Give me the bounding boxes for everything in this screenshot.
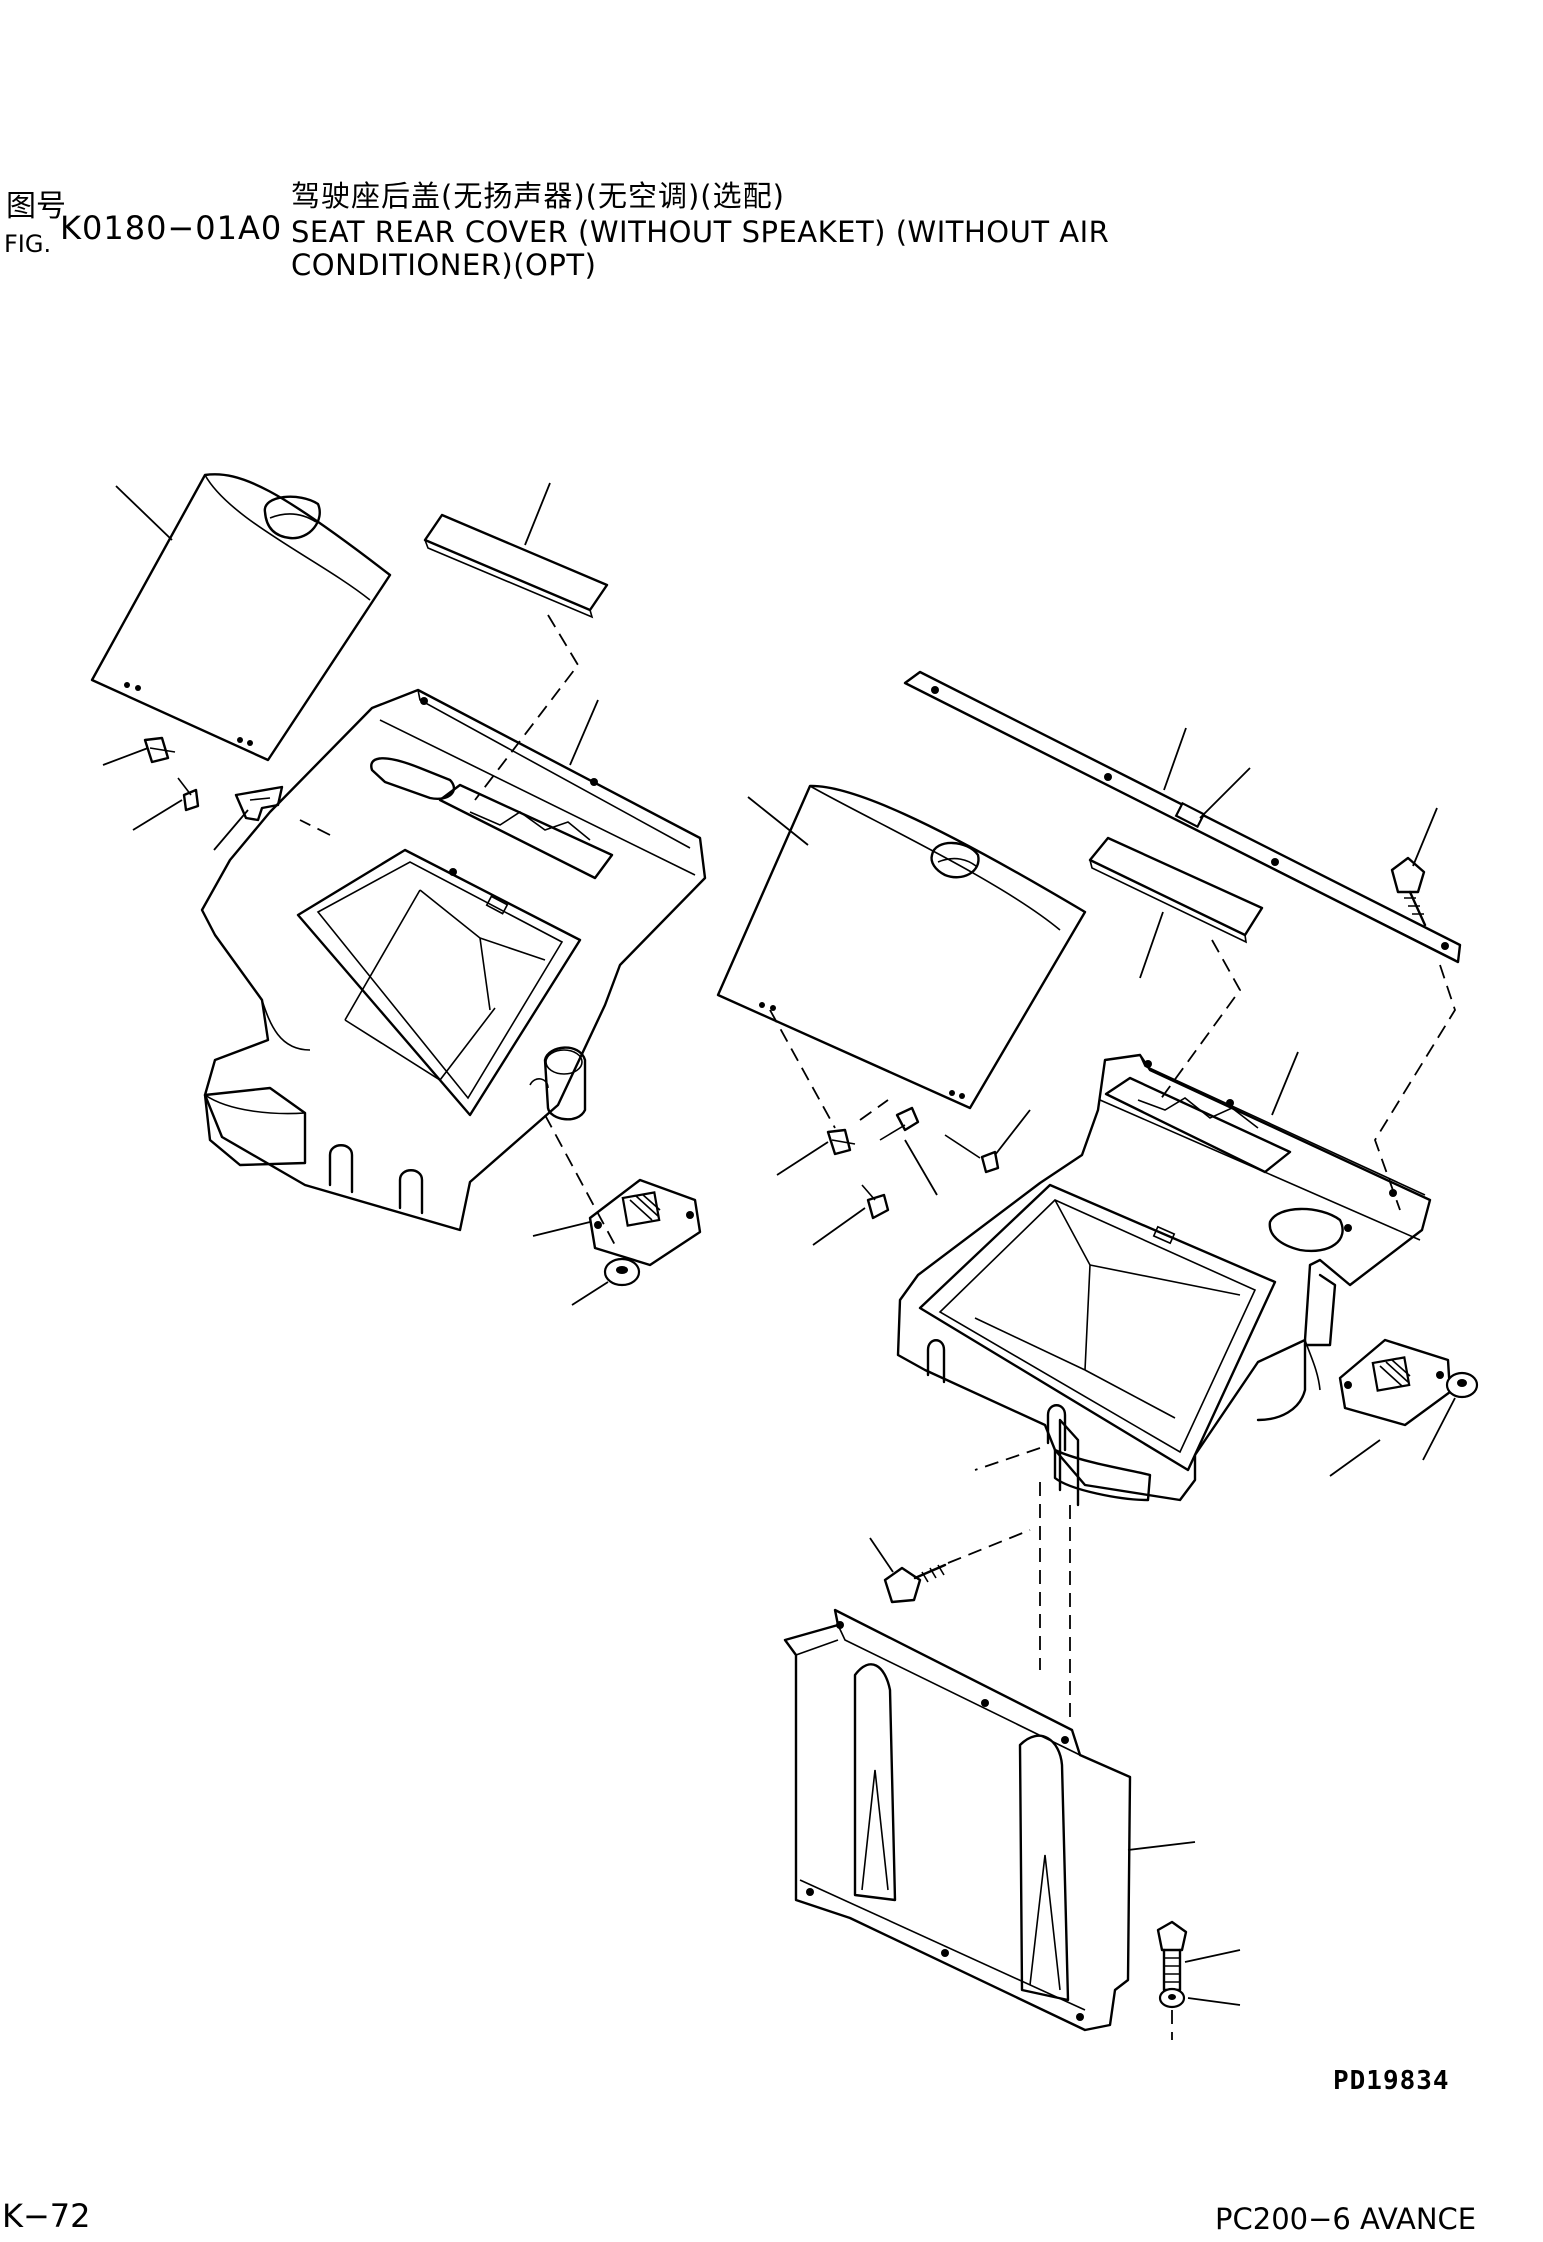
leader-line (532, 1221, 591, 1237)
leader-line (115, 485, 173, 541)
lower-bolt (1156, 1920, 1188, 1992)
title-chinese: 驾驶座后盖(无扬声器)(无空调)(选配) (291, 179, 785, 213)
leader-line (869, 1537, 894, 1573)
right-bolt (1390, 856, 1427, 927)
title-english-line-1: SEAT REAR COVER (WITHOUT SPEAKET) (WITHO… (291, 215, 1110, 249)
leader-line (571, 1281, 609, 1306)
leader-line (1139, 911, 1164, 979)
leader-line (1199, 767, 1251, 819)
right-speaker-mount-plate (1338, 1338, 1452, 1427)
right-long-bracket (903, 670, 1462, 964)
leader-line (1329, 1439, 1381, 1477)
right-clips-and-screws (776, 1106, 1031, 1246)
leader-line (747, 796, 809, 846)
leader-line (1184, 1949, 1241, 1963)
right-filler-plate (1088, 836, 1264, 944)
leader-line (1127, 1841, 1196, 1851)
leader-line (524, 482, 551, 546)
leader-line (1163, 727, 1187, 791)
right-mounting-bolt (883, 1563, 947, 1604)
leader-line (1271, 1051, 1299, 1116)
drawing-code: PD19834 (1333, 2066, 1450, 2096)
left-grommet (603, 1257, 641, 1287)
figure-label-chinese: 图号 (6, 189, 66, 224)
right-grommet (1445, 1371, 1479, 1399)
right-rear-cover-body (896, 1053, 1432, 1507)
lower-under-cover (783, 1608, 1132, 2032)
page-number: K−72 (2, 2197, 91, 2235)
left-filler-plate (423, 513, 609, 619)
leader-line (1412, 807, 1438, 867)
figure-number: K0180−01A0 (60, 209, 283, 247)
left-speaker-mount-plate (588, 1178, 702, 1267)
leader-line (1187, 1997, 1241, 2006)
lower-washer (1158, 1987, 1186, 2009)
leader-line (569, 699, 599, 766)
left-rear-cover-body (200, 688, 707, 1232)
left-clips-and-screws (102, 736, 284, 851)
figure-label-english: FIG. (4, 230, 52, 258)
right-seat-cover-panel (716, 784, 1087, 1110)
model-name: PC200−6 AVANCE (1215, 2202, 1477, 2236)
title-english-line-2: CONDITIONER)(OPT) (291, 248, 597, 282)
left-seat-cover-panel (90, 473, 392, 762)
leader-line (1422, 1397, 1456, 1461)
